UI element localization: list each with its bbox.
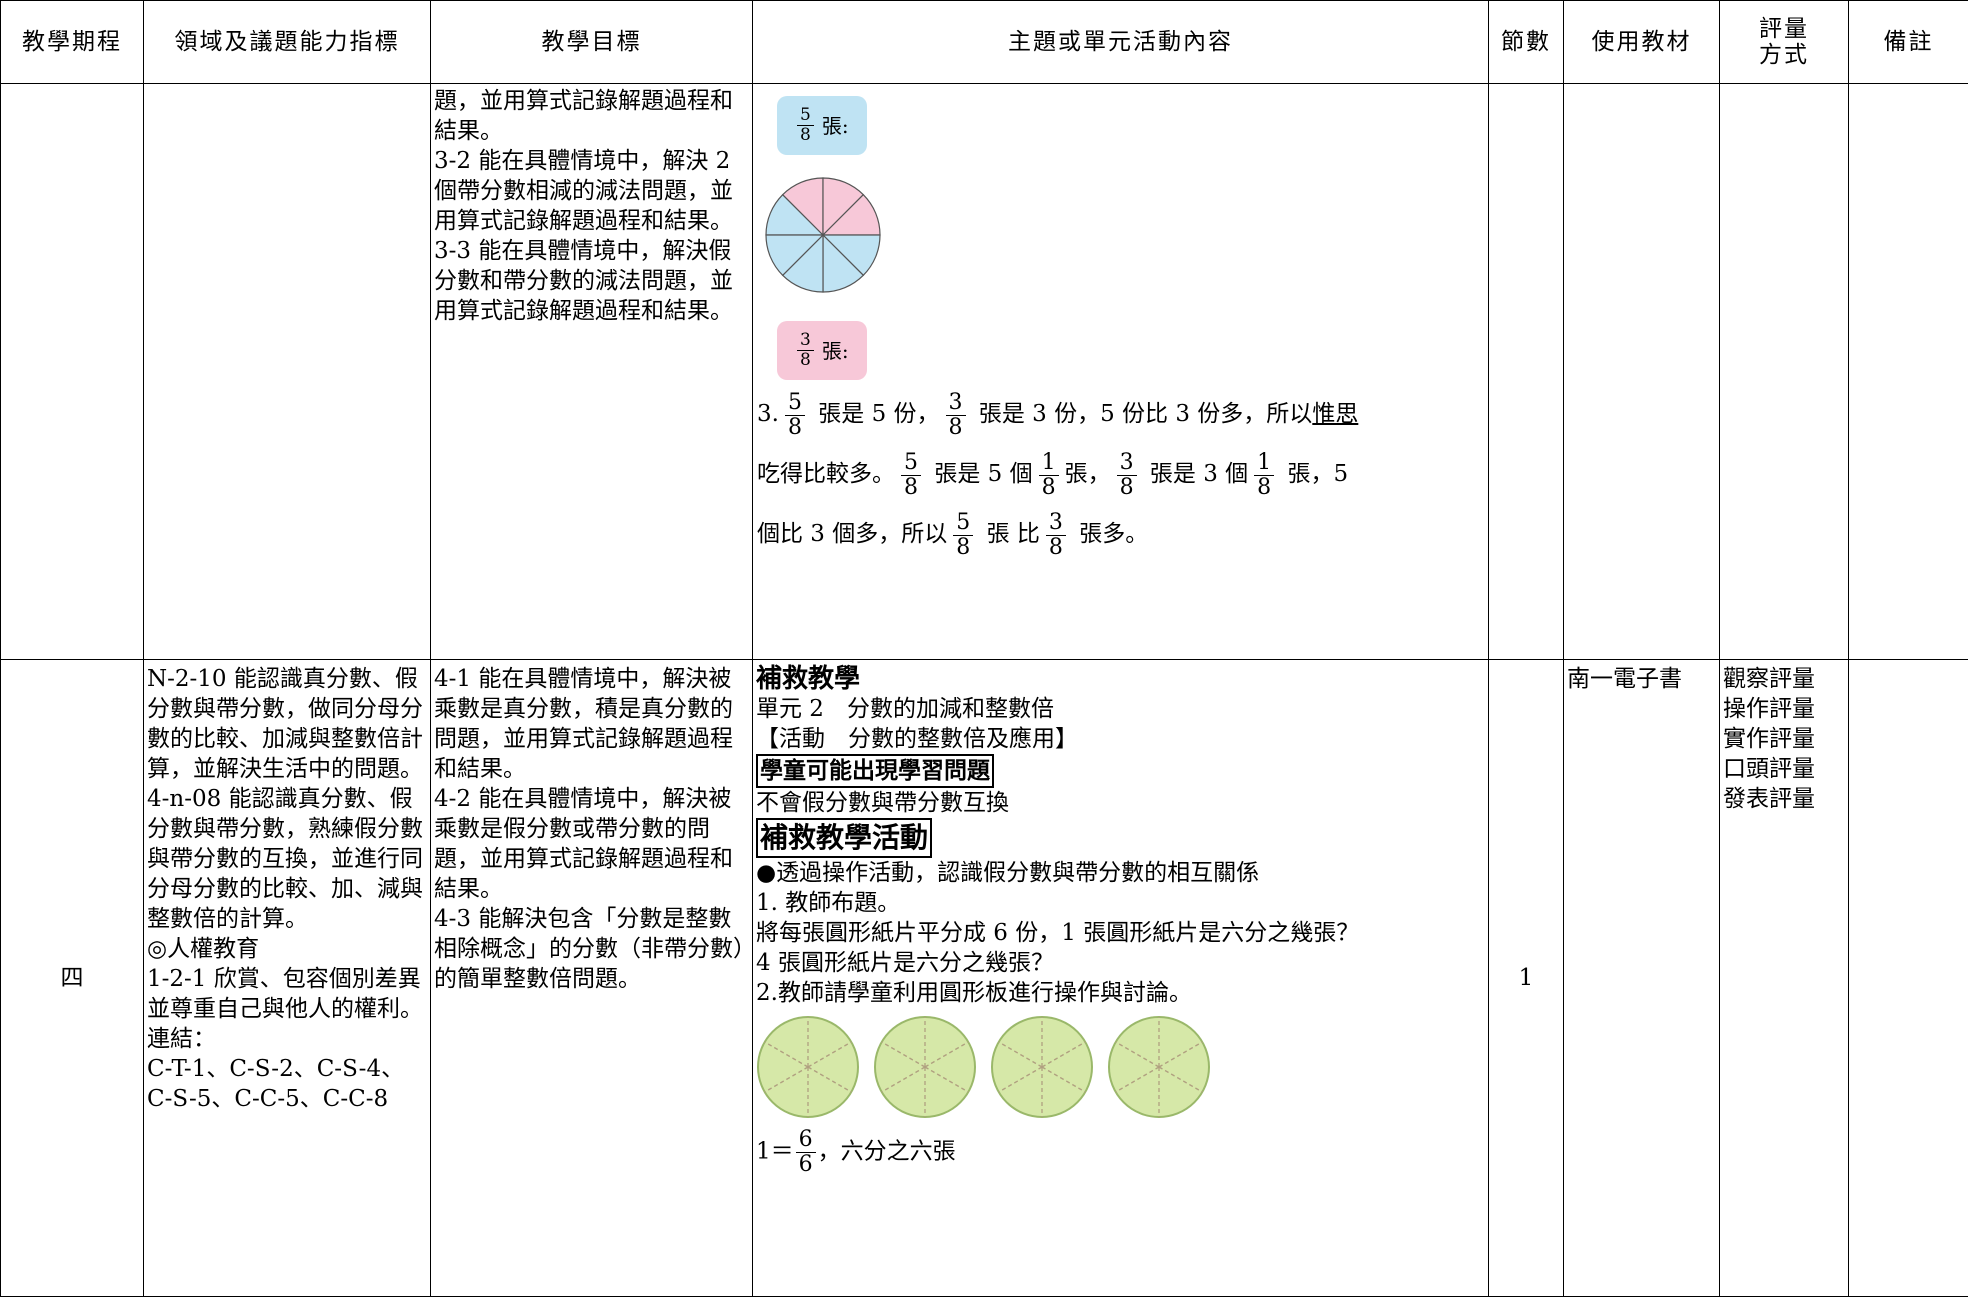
header-content: 主題或單元活動內容 [753, 1, 1489, 84]
circle-card [758, 1017, 858, 1117]
cell-notes [1849, 84, 1968, 660]
assessment-item: 實作評量 [1723, 724, 1845, 754]
cell-objectives: 4-1 能在具體情境中，解決被乘數是真分數，積是真分數的問題，並用算式記錄解題過… [431, 660, 753, 1297]
bubble-unit: 張: [822, 336, 849, 366]
objective-text: 3-2 能在具體情境中，解決 2 個帶分數相減的減法問題，並用算式記錄解題過程和… [434, 146, 749, 236]
assessment-item: 發表評量 [1723, 784, 1845, 814]
activity-step: 1. 教師布題。 [756, 888, 1485, 918]
header-objectives: 教學目標 [431, 1, 753, 84]
circle-card [992, 1017, 1092, 1117]
cell-term: 四 [1, 660, 144, 1297]
table-row: 題，並用算式記錄解題過程和結果。 3-2 能在具體情境中，解決 2 個帶分數相減… [1, 84, 1968, 660]
assessment-item: 操作評量 [1723, 694, 1845, 724]
cell-assessment: 觀察評量 操作評量 實作評量 口頭評量 發表評量 [1720, 660, 1849, 1297]
objective-text: 4-1 能在具體情境中，解決被乘數是真分數，積是真分數的問題，並用算式記錄解題過… [434, 664, 749, 784]
header-sessions: 節數 [1489, 1, 1564, 84]
assessment-item: 觀察評量 [1723, 664, 1845, 694]
learning-problem-text: 不會假分數與帶分數互換 [756, 788, 1485, 818]
header-assessment: 評量方式 [1720, 1, 1849, 84]
header-row: 教學期程 領域及議題能力指標 教學目標 主題或單元活動內容 節數 使用教材 評量… [1, 1, 1968, 84]
header-notes: 備註 [1849, 1, 1968, 84]
cell-sessions: 1 [1489, 660, 1564, 1297]
indicator-text: 4-n-08 能認識真分數、假分數與帶分數，熟練假分數與帶分數的互換，並進行同分… [147, 784, 427, 934]
fraction-pie-illustration [763, 155, 883, 315]
header-term: 教學期程 [1, 1, 144, 84]
activity-step: 4 張圓形紙片是六分之幾張？ [756, 948, 1485, 978]
indicator-text: 連結： [147, 1024, 427, 1054]
objective-text: 3-3 能在具體情境中，解決假分數和帶分數的減法問題，並用算式記錄解題過程和結果… [434, 236, 749, 326]
header-material: 使用教材 [1564, 1, 1720, 84]
circle-cards-illustration [756, 1012, 1226, 1122]
unit-text: 單元 2 分數的加減和整數倍 [756, 694, 1485, 724]
learning-problem-heading: 學童可能出現學習問題 [756, 754, 994, 788]
remedial-title: 補救教學 [756, 664, 1485, 694]
bubble-unit: 張: [822, 111, 849, 141]
assessment-item: 口頭評量 [1723, 754, 1845, 784]
cell-indicators: N-2-10 能認識真分數、假分數與帶分數，做同分母分數的比較、加減與整數倍計算… [144, 660, 431, 1297]
table-row: 四 N-2-10 能認識真分數、假分數與帶分數，做同分母分數的比較、加減與整數倍… [1, 660, 1968, 1297]
indicator-text: ◎人權教育 [147, 934, 427, 964]
circle-card [875, 1017, 975, 1117]
objective-text: 題，並用算式記錄解題過程和結果。 [434, 86, 749, 146]
header-indicators: 領域及議題能力指標 [144, 1, 431, 84]
cell-indicators [144, 84, 431, 660]
activity-step: 2.教師請學童利用圓形板進行操作與討論。 [756, 978, 1485, 1008]
cell-assessment [1720, 84, 1849, 660]
cell-objectives: 題，並用算式記錄解題過程和結果。 3-2 能在具體情境中，解決 2 個帶分數相減… [431, 84, 753, 660]
indicator-text: C-T-1、C-S-2、C-S-4、C-S-5、C-C-5、C-C-8 [147, 1054, 427, 1114]
objective-text: 4-3 能解決包含「分數是整數相除概念」的分數（非帶分數）的簡單整數倍問題。 [434, 904, 749, 994]
cell-material [1564, 84, 1720, 660]
remedial-activity-heading: 補救教學活動 [756, 818, 932, 858]
activity-step: ●透過操作活動，認識假分數與帶分數的相互關係 [756, 858, 1485, 888]
circle-card [1109, 1017, 1209, 1117]
cell-material: 南一電子書 [1564, 660, 1720, 1297]
cell-sessions [1489, 84, 1564, 660]
objective-text: 4-2 能在具體情境中，解決被乘數是假分數或帶分數的問題，並用算式記錄解題過程和… [434, 784, 749, 904]
activity-step: 將每張圓形紙片平分成 6 份，1 張圓形紙片是六分之幾張？ [756, 918, 1485, 948]
indicator-text: N-2-10 能認識真分數、假分數與帶分數，做同分母分數的比較、加減與整數倍計算… [147, 664, 427, 784]
activity-text: 【活動 分數的整數倍及應用】 [756, 724, 1485, 754]
cell-content: 補救教學 單元 2 分數的加減和整數倍 【活動 分數的整數倍及應用】 學童可能出… [753, 660, 1489, 1297]
cell-notes [1849, 660, 1968, 1297]
indicator-text: 1-2-1 欣賞、包容個別差異並尊重自己與他人的權利。 [147, 964, 427, 1024]
cell-term [1, 84, 144, 660]
